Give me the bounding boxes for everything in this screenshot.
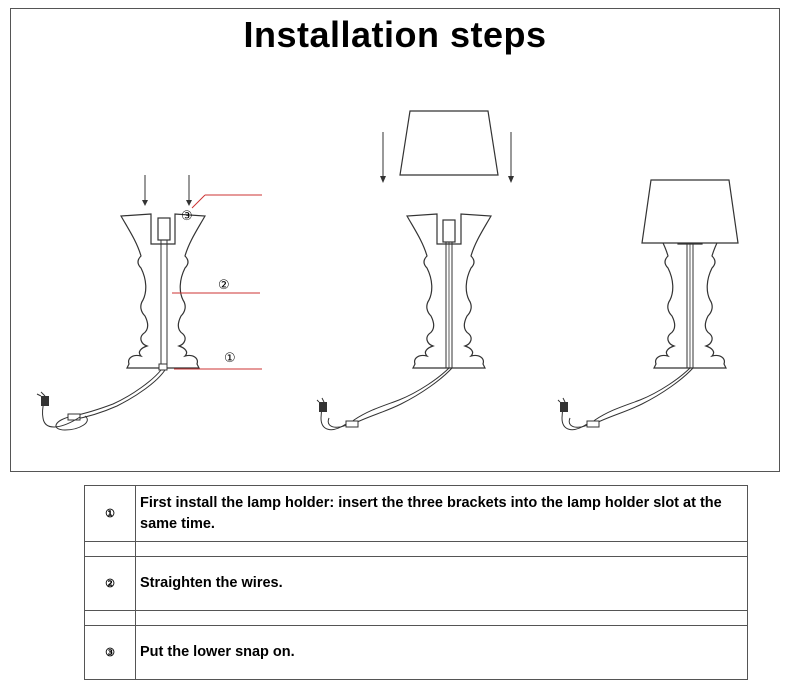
steps-table: ① First install the lamp holder: insert … (84, 485, 748, 680)
lamp-figure-1 (36, 175, 206, 431)
step-number-3: ③ (84, 625, 136, 680)
lamp-shade-2 (641, 179, 739, 244)
callout-2: ② (218, 278, 230, 293)
table-spacer (84, 541, 748, 557)
step-text-1: First install the lamp holder: insert th… (135, 485, 748, 542)
step-row-1: ① First install the lamp holder: insert … (84, 485, 748, 542)
callout-1: ① (224, 351, 236, 366)
lamp-figure-2 (316, 132, 514, 431)
step-row-2: ② Straighten the wires. (84, 556, 748, 611)
step-number-2: ② (84, 556, 136, 611)
callout-3: ③ (181, 209, 193, 224)
lamp-figure-3 (557, 213, 733, 431)
step-number-1: ① (84, 485, 136, 542)
page-title: Installation steps (243, 14, 547, 55)
table-spacer (84, 610, 748, 626)
step-text-3: Put the lower snap on. (135, 625, 748, 680)
step-text-2: Straighten the wires. (135, 556, 748, 611)
installation-illustration: ③ ② ① (36, 110, 739, 431)
step-row-3: ③ Put the lower snap on. (84, 625, 748, 680)
lamp-shade-1 (399, 110, 499, 176)
leader-lines (172, 194, 262, 370)
